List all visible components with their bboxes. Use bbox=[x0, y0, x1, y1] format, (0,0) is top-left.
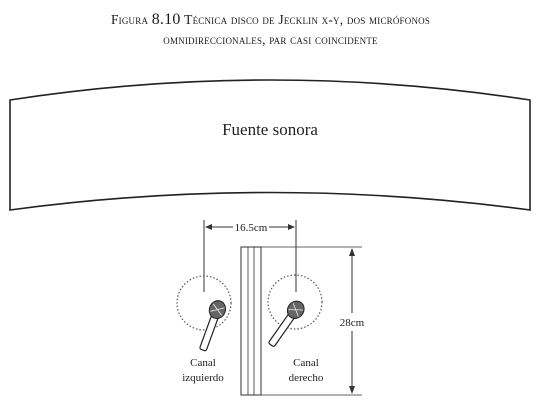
caption-title-line-2: omnidireccionales, par casi coincidente bbox=[163, 32, 378, 47]
caption-title-line-1: Técnica disco de Jecklin x-y, dos micróf… bbox=[184, 12, 431, 27]
disc-dimension-arrow-top bbox=[349, 248, 355, 256]
right-channel-label-line-1: Canal bbox=[293, 357, 319, 369]
left-channel-label-line-1: Canal bbox=[190, 357, 216, 369]
spacing-label: 16.5cm bbox=[235, 222, 268, 234]
left-microphone bbox=[199, 300, 227, 352]
left-mic-pickup-pattern bbox=[176, 275, 232, 331]
sound-source-shape bbox=[9, 79, 531, 211]
sound-source-label: Fuente sonora bbox=[222, 120, 318, 139]
disc-dimension-label: 28cm bbox=[340, 317, 365, 329]
right-channel-label-line-2: derecho bbox=[289, 372, 324, 384]
left-channel-label-line-2: izquierdo bbox=[182, 372, 224, 384]
jecklin-disc-outer bbox=[240, 246, 262, 396]
caption-line-1: Figura 8.10 Técnica disco de Jecklin x-y… bbox=[0, 10, 541, 30]
spacing-arrow-right bbox=[288, 224, 295, 230]
disc-dimension-arrow-bottom bbox=[349, 386, 355, 394]
right-mic-pickup-pattern bbox=[267, 274, 323, 330]
spacing-arrow-left bbox=[205, 224, 212, 230]
caption-number: 8.10 bbox=[151, 11, 181, 28]
right-microphone bbox=[268, 300, 305, 347]
caption-label: Figura bbox=[110, 12, 149, 27]
figure-caption: Figura 8.10 Técnica disco de Jecklin x-y… bbox=[0, 10, 541, 50]
